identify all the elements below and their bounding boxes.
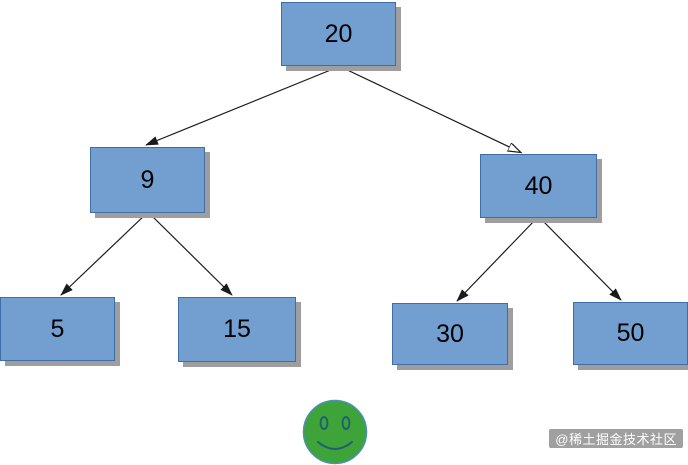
watermark: @稀土掘金技术社区 [549, 429, 683, 448]
tree-node-50: 50 [573, 302, 688, 365]
tree-node-9: 9 [90, 147, 205, 213]
smiley-right-eye [341, 416, 351, 430]
tree-edge [456, 218, 537, 302]
tree-node-40: 40 [480, 154, 597, 218]
tree-node-20: 20 [281, 2, 396, 66]
tree-node-15: 15 [178, 297, 296, 362]
tree-edge [145, 66, 339, 146]
tree-node-5: 5 [0, 297, 115, 361]
smiley-face [302, 399, 368, 465]
tree-edge [60, 213, 147, 296]
tree-edge [149, 213, 233, 296]
tree-edge [340, 66, 520, 152]
smiley-left-eye [319, 416, 329, 430]
smiley-mouth [317, 441, 353, 450]
tree-node-30: 30 [392, 303, 508, 365]
tree-edge [540, 218, 622, 301]
